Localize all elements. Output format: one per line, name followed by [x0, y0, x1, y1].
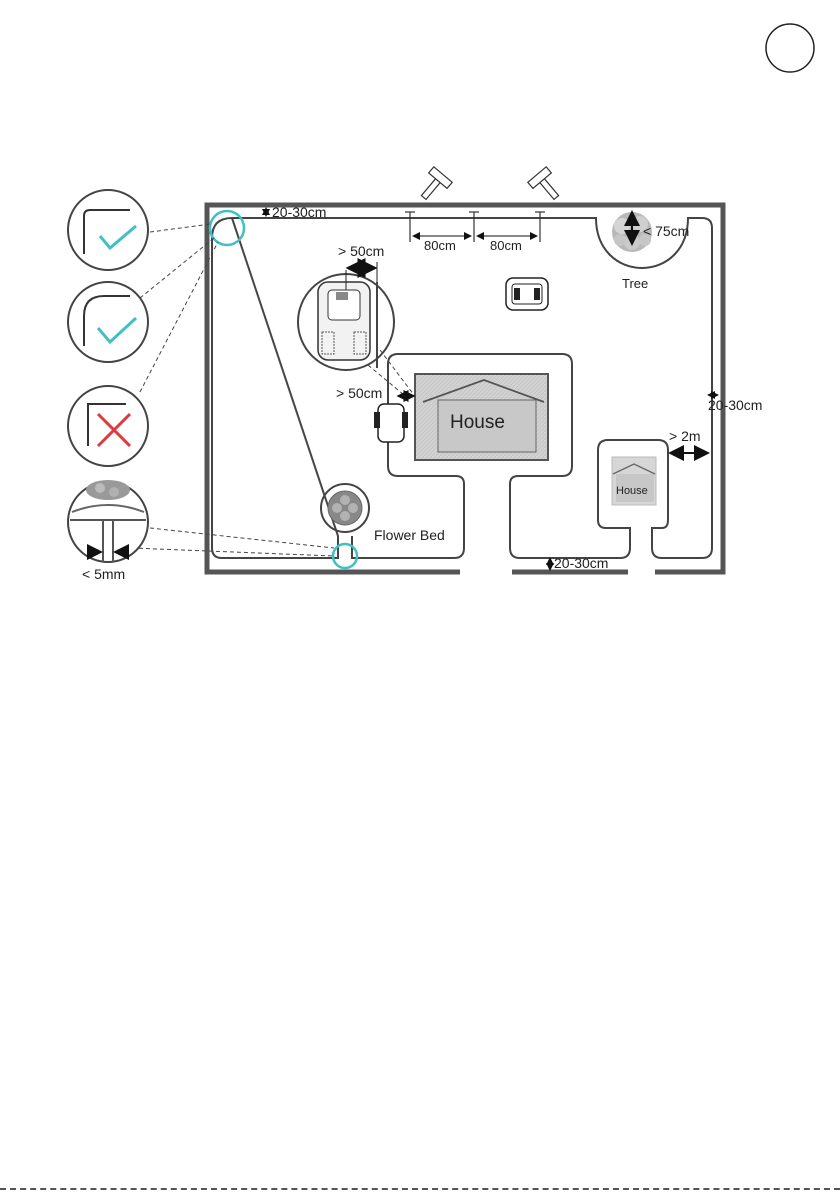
peg-icon [469, 212, 479, 242]
passage-width-label: > 2m [669, 428, 701, 444]
gap-top-label: 20-30cm [272, 204, 326, 220]
peg-icon [535, 212, 545, 242]
mower-clearance-magnifier [298, 262, 394, 370]
house-main-label: House [450, 412, 505, 433]
corner-highlight [210, 211, 244, 245]
splice-gap-label: < 5mm [82, 566, 125, 582]
peg-spacing-label-1: 80cm [424, 238, 456, 253]
splice-callout [68, 480, 148, 562]
peg-icon [405, 212, 415, 242]
corner-callout-wrong [68, 386, 148, 466]
corner-callout-correct-2 [68, 282, 148, 362]
clearance-label-top: > 50cm [338, 243, 384, 259]
gap-top-dimension: 20-30cm [266, 204, 326, 220]
callout-lines [132, 224, 334, 556]
tree-label: Tree [622, 276, 648, 291]
house-small-label: House [616, 485, 648, 497]
gap-right-label: 20-30cm [708, 397, 762, 413]
page-bottom-rule [0, 1188, 840, 1194]
mower-side-icon [374, 404, 408, 442]
gap-bottom-label: 20-30cm [554, 555, 608, 571]
peg-spacing-label-2: 80cm [490, 238, 522, 253]
house-small [612, 457, 656, 505]
splice-highlight [333, 544, 357, 568]
hammer-icon [415, 167, 453, 205]
clearance-label-left: > 50cm [336, 385, 382, 401]
hammer-icon [528, 167, 566, 205]
mower-icon [506, 278, 548, 310]
corner-callout-correct-1 [68, 190, 148, 270]
page-number-circle [766, 24, 814, 72]
tree-distance-label: < 75cm [643, 223, 689, 239]
flower-bed-label: Flower Bed [374, 527, 445, 543]
